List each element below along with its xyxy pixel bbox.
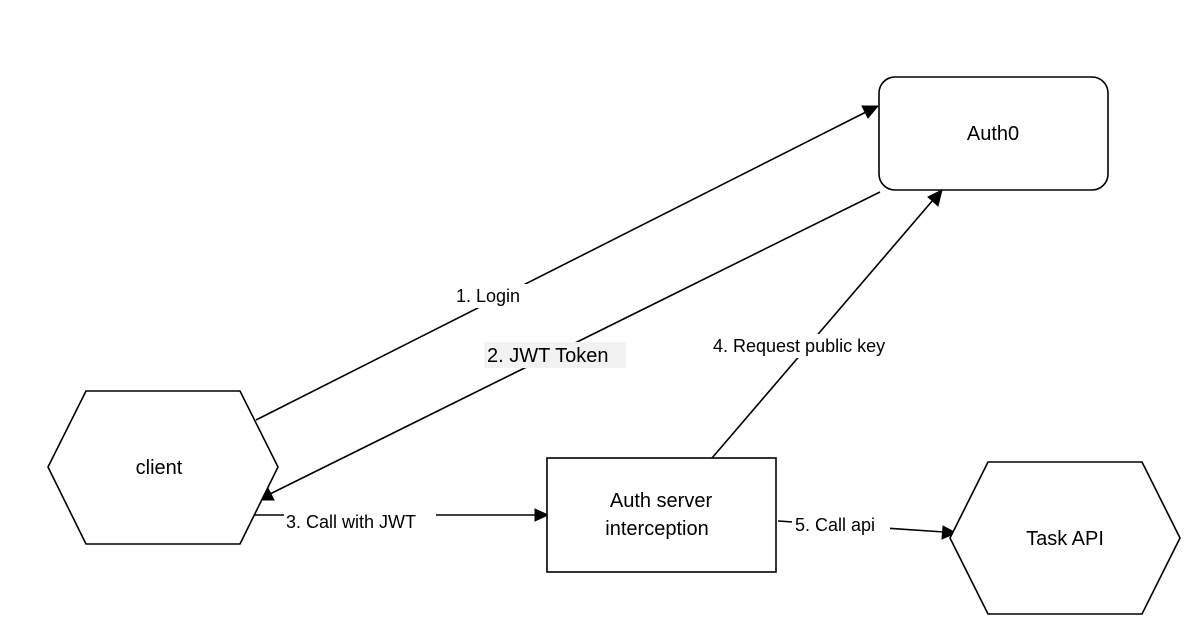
edge-text-jwt-token: 2. JWT Token — [487, 345, 609, 367]
edge-label-request-public-key: 4. Request public key — [710, 334, 916, 358]
edge-label-call-api: 5. Call api — [792, 514, 890, 538]
arrowhead-login — [861, 105, 880, 119]
arrowhead-request-public-key — [927, 189, 943, 207]
node-auth0: Auth0 — [878, 76, 1109, 191]
node-auth-server: Auth server interception — [546, 457, 777, 573]
node-auth-server-label-line2: interception — [605, 518, 708, 540]
node-client: client — [47, 390, 279, 545]
arrowhead-call-api — [941, 525, 958, 540]
edge-label-login: 1. Login — [452, 284, 530, 308]
edge-label-call-with-jwt: 3. Call with JWT — [284, 510, 436, 532]
node-auth-server-label-line1: Auth server — [610, 490, 713, 512]
edge-login — [255, 105, 880, 421]
edge-text-call-with-jwt: 3. Call with JWT — [286, 512, 416, 532]
arrowhead-call-with-jwt — [534, 508, 550, 522]
edge-text-login: 1. Login — [456, 286, 520, 306]
edge-label-jwt-token: 2. JWT Token — [484, 342, 626, 368]
edge-request-public-key — [711, 189, 943, 459]
edge-text-request-public-key: 4. Request public key — [713, 336, 885, 356]
node-client-label: client — [136, 457, 183, 479]
edge-text-call-api: 5. Call api — [795, 515, 875, 535]
node-auth0-label: Auth0 — [967, 123, 1019, 145]
node-task-api: Task API — [949, 461, 1181, 615]
node-task-api-label: Task API — [1026, 528, 1104, 550]
